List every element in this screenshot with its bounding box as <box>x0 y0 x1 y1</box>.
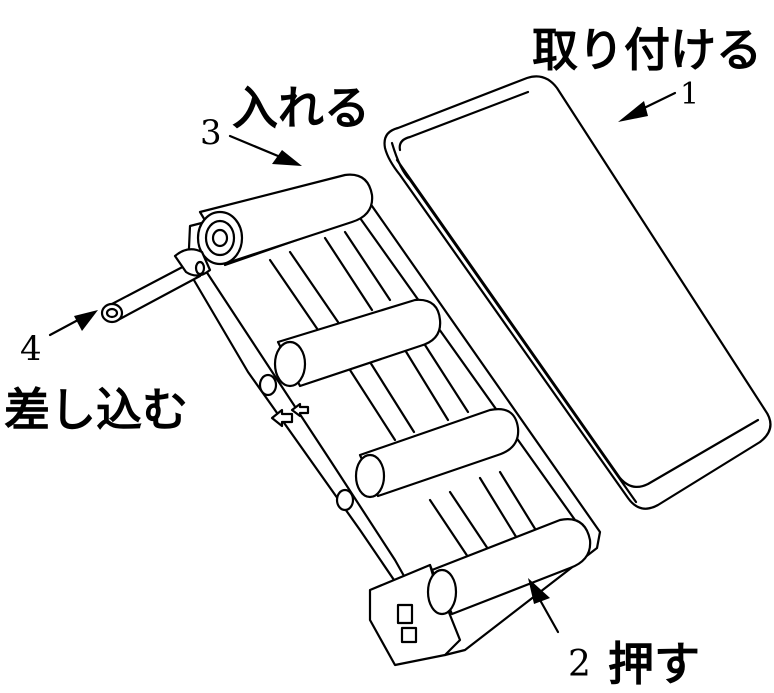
battery-top <box>196 173 374 266</box>
pin <box>100 248 212 324</box>
step-4-number: 4 <box>20 329 42 369</box>
callout-arrow-1 <box>618 91 677 122</box>
battery-cover <box>383 75 772 510</box>
step-2-number: 2 <box>568 644 591 685</box>
step-4-label: 差し込む <box>4 383 188 437</box>
step-2-label: 押す <box>608 637 700 691</box>
step-3-number: 3 <box>200 113 222 153</box>
callout-arrow-2 <box>528 578 560 634</box>
battery-upper-middle <box>273 298 442 388</box>
callout-arrow-4 <box>48 310 98 337</box>
step-3-label: 入れる <box>232 81 370 135</box>
step-1-number: 1 <box>680 77 699 112</box>
battery-bottom <box>426 518 592 616</box>
callout-arrow-3 <box>228 134 302 166</box>
battery-lower-middle <box>354 408 520 499</box>
step-1-label: 取り付ける <box>532 23 762 77</box>
